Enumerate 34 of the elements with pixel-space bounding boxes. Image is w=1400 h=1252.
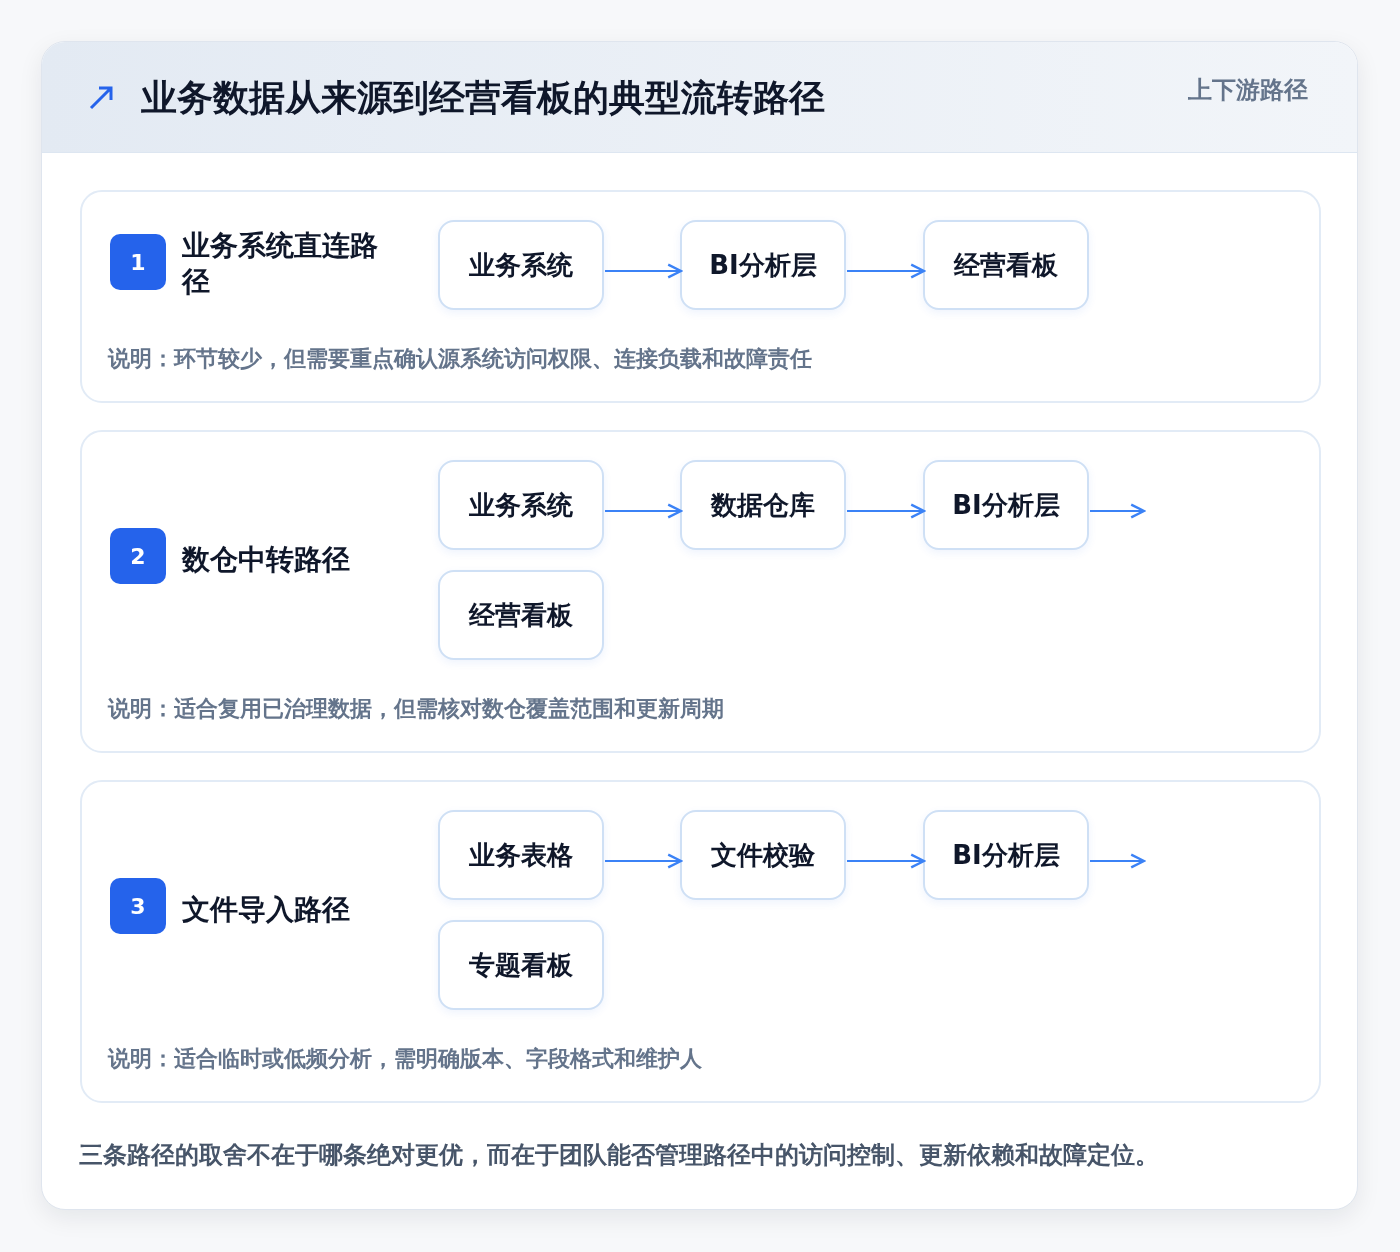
flow-arrow <box>846 263 926 279</box>
step-box: 数据仓库 <box>680 460 846 550</box>
step-number-badge: 1 <box>110 234 166 290</box>
flow-arrow <box>1089 503 1146 519</box>
flow-arrow <box>846 503 926 519</box>
note-text: 说明：适合复用已治理数据，但需核对数仓覆盖范围和更新周期 <box>108 695 724 723</box>
note-text: 说明：环节较少，但需要重点确认源系统访问权限、连接负载和故障责任 <box>108 345 812 373</box>
summary-text: 三条路径的取舍不在于哪条绝对更优，而在于团队能否管理路径中的访问控制、更新依赖和故障定位。 <box>79 1140 1159 1171</box>
step-box: 文件校验 <box>680 810 846 900</box>
path-panel <box>80 190 1321 403</box>
step-box: 专题看板 <box>438 920 604 1010</box>
flow-arrow <box>1089 853 1146 869</box>
step-box: 经营看板 <box>438 570 604 660</box>
step-box: 业务表格 <box>438 810 604 900</box>
flow-arrow <box>604 853 683 869</box>
note-text: 说明：适合临时或低频分析，需明确版本、字段格式和维护人 <box>108 1045 702 1073</box>
step-box: 业务系统 <box>438 460 604 550</box>
step-box: 业务系统 <box>438 220 604 310</box>
path-heading: 文件导入路径 <box>182 892 351 928</box>
step-box: BI分析层 <box>923 460 1089 550</box>
title: 业务数据从来源到经营看板的典型流转路径 <box>141 76 825 120</box>
step-number-badge: 2 <box>110 528 166 584</box>
step-number-badge: 3 <box>110 878 166 934</box>
header-tag: 上下游路径 <box>1188 74 1308 106</box>
step-box: 经营看板 <box>923 220 1089 310</box>
flow-arrow <box>604 503 683 519</box>
path-panel <box>80 430 1321 753</box>
path-heading: 业务系统直连路径 <box>182 228 379 301</box>
path-heading: 数仓中转路径 <box>182 542 351 578</box>
step-box: BI分析层 <box>923 810 1089 900</box>
step-box: BI分析层 <box>680 220 846 310</box>
flow-arrow <box>604 263 683 279</box>
path-panel <box>80 780 1321 1103</box>
flow-arrow <box>846 853 926 869</box>
